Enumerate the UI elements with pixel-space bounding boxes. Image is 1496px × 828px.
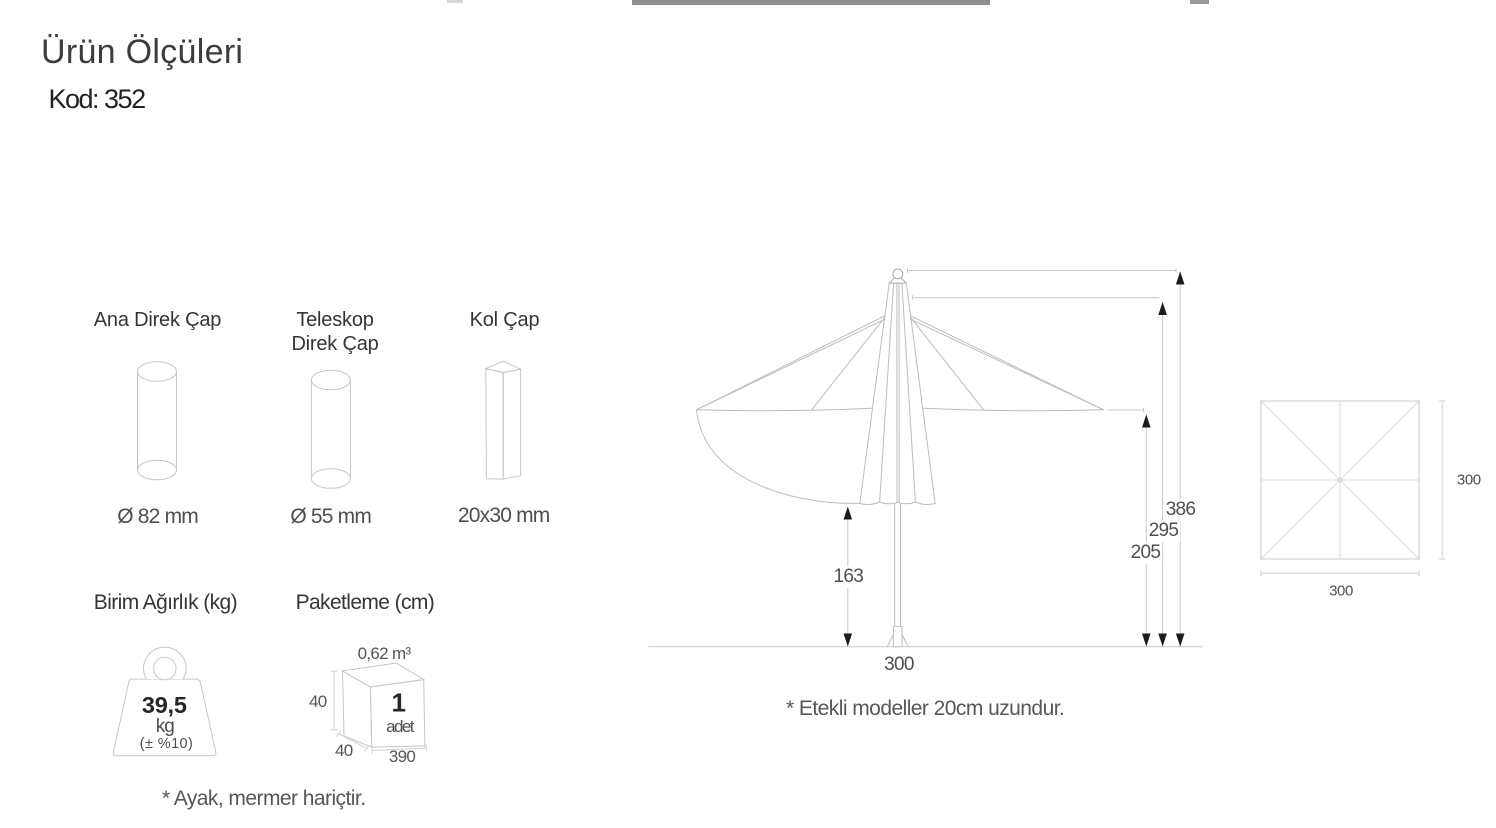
packaging-dim-height: 40: [309, 691, 327, 711]
top-edge-remnant-faint: [447, 0, 463, 3]
spec-label-ana-direk: Ana Direk Çap: [93, 309, 222, 331]
top-edge-remnant-main: [632, 0, 990, 5]
dim-label-386: 386: [1163, 498, 1198, 521]
weight-unit: kg: [155, 715, 175, 737]
spec-label-teleskop-line2: Direk Çap: [291, 332, 379, 355]
spec-value-ana-direk: Ø 82 mm: [117, 504, 199, 528]
packaging-dim-depth: 40: [335, 740, 353, 760]
package-box-dimension-lines: [330, 670, 427, 755]
spec-label-kol-cap: Kol Çap: [469, 309, 540, 331]
top-view-square: [1260, 400, 1420, 560]
packaging-heading: Paketleme (cm): [295, 591, 435, 614]
packaging-count: 1: [391, 687, 406, 718]
weight-heading: Birim Ağırlık (kg): [93, 591, 238, 614]
dimension-lines: [847, 268, 1181, 647]
spec-value-teleskop: Ø 55 mm: [290, 504, 372, 528]
spec-label-teleskop: Teleskop Direk Çap: [291, 309, 378, 356]
spec-value-kol-cap: 20x30 mm: [457, 504, 550, 527]
packaging-dim-width: 390: [388, 746, 416, 766]
footnote-right: * Etekli modeller 20cm uzundur.: [786, 697, 1065, 720]
cylinder-main-pole-icon: [137, 361, 177, 481]
cylinder-telescope-pole-icon: [310, 369, 351, 489]
packaging-volume: 0,62 m³: [357, 643, 411, 663]
product-code: Kod: 352: [48, 84, 147, 114]
packaging-count-unit: adet: [386, 717, 414, 736]
dimension-arrowheads: [843, 271, 1185, 647]
rect-tube-icon: [484, 360, 523, 480]
dim-label-163: 163: [831, 565, 866, 588]
weight-icon: [112, 646, 217, 757]
dim-label-295: 295: [1146, 520, 1181, 543]
page-title: Ürün Ölçüleri: [41, 33, 244, 71]
umbrella-side-view: [696, 268, 1104, 648]
spec-label-teleskop-line1: Teleskop: [296, 309, 374, 331]
weight-value: 39,5: [141, 692, 187, 718]
weight-tolerance: (± %10): [139, 735, 194, 752]
top-view-dim-bottom: 300: [1327, 582, 1355, 600]
dim-label-205: 205: [1128, 542, 1163, 564]
footnote-left: * Ayak, mermer hariçtir.: [162, 786, 366, 810]
top-view-dimension-lines: [1260, 400, 1446, 577]
top-edge-remnant-small: [1190, 0, 1209, 4]
dim-label-span-300: 300: [882, 654, 916, 676]
top-view-dim-right: 300: [1454, 471, 1483, 489]
